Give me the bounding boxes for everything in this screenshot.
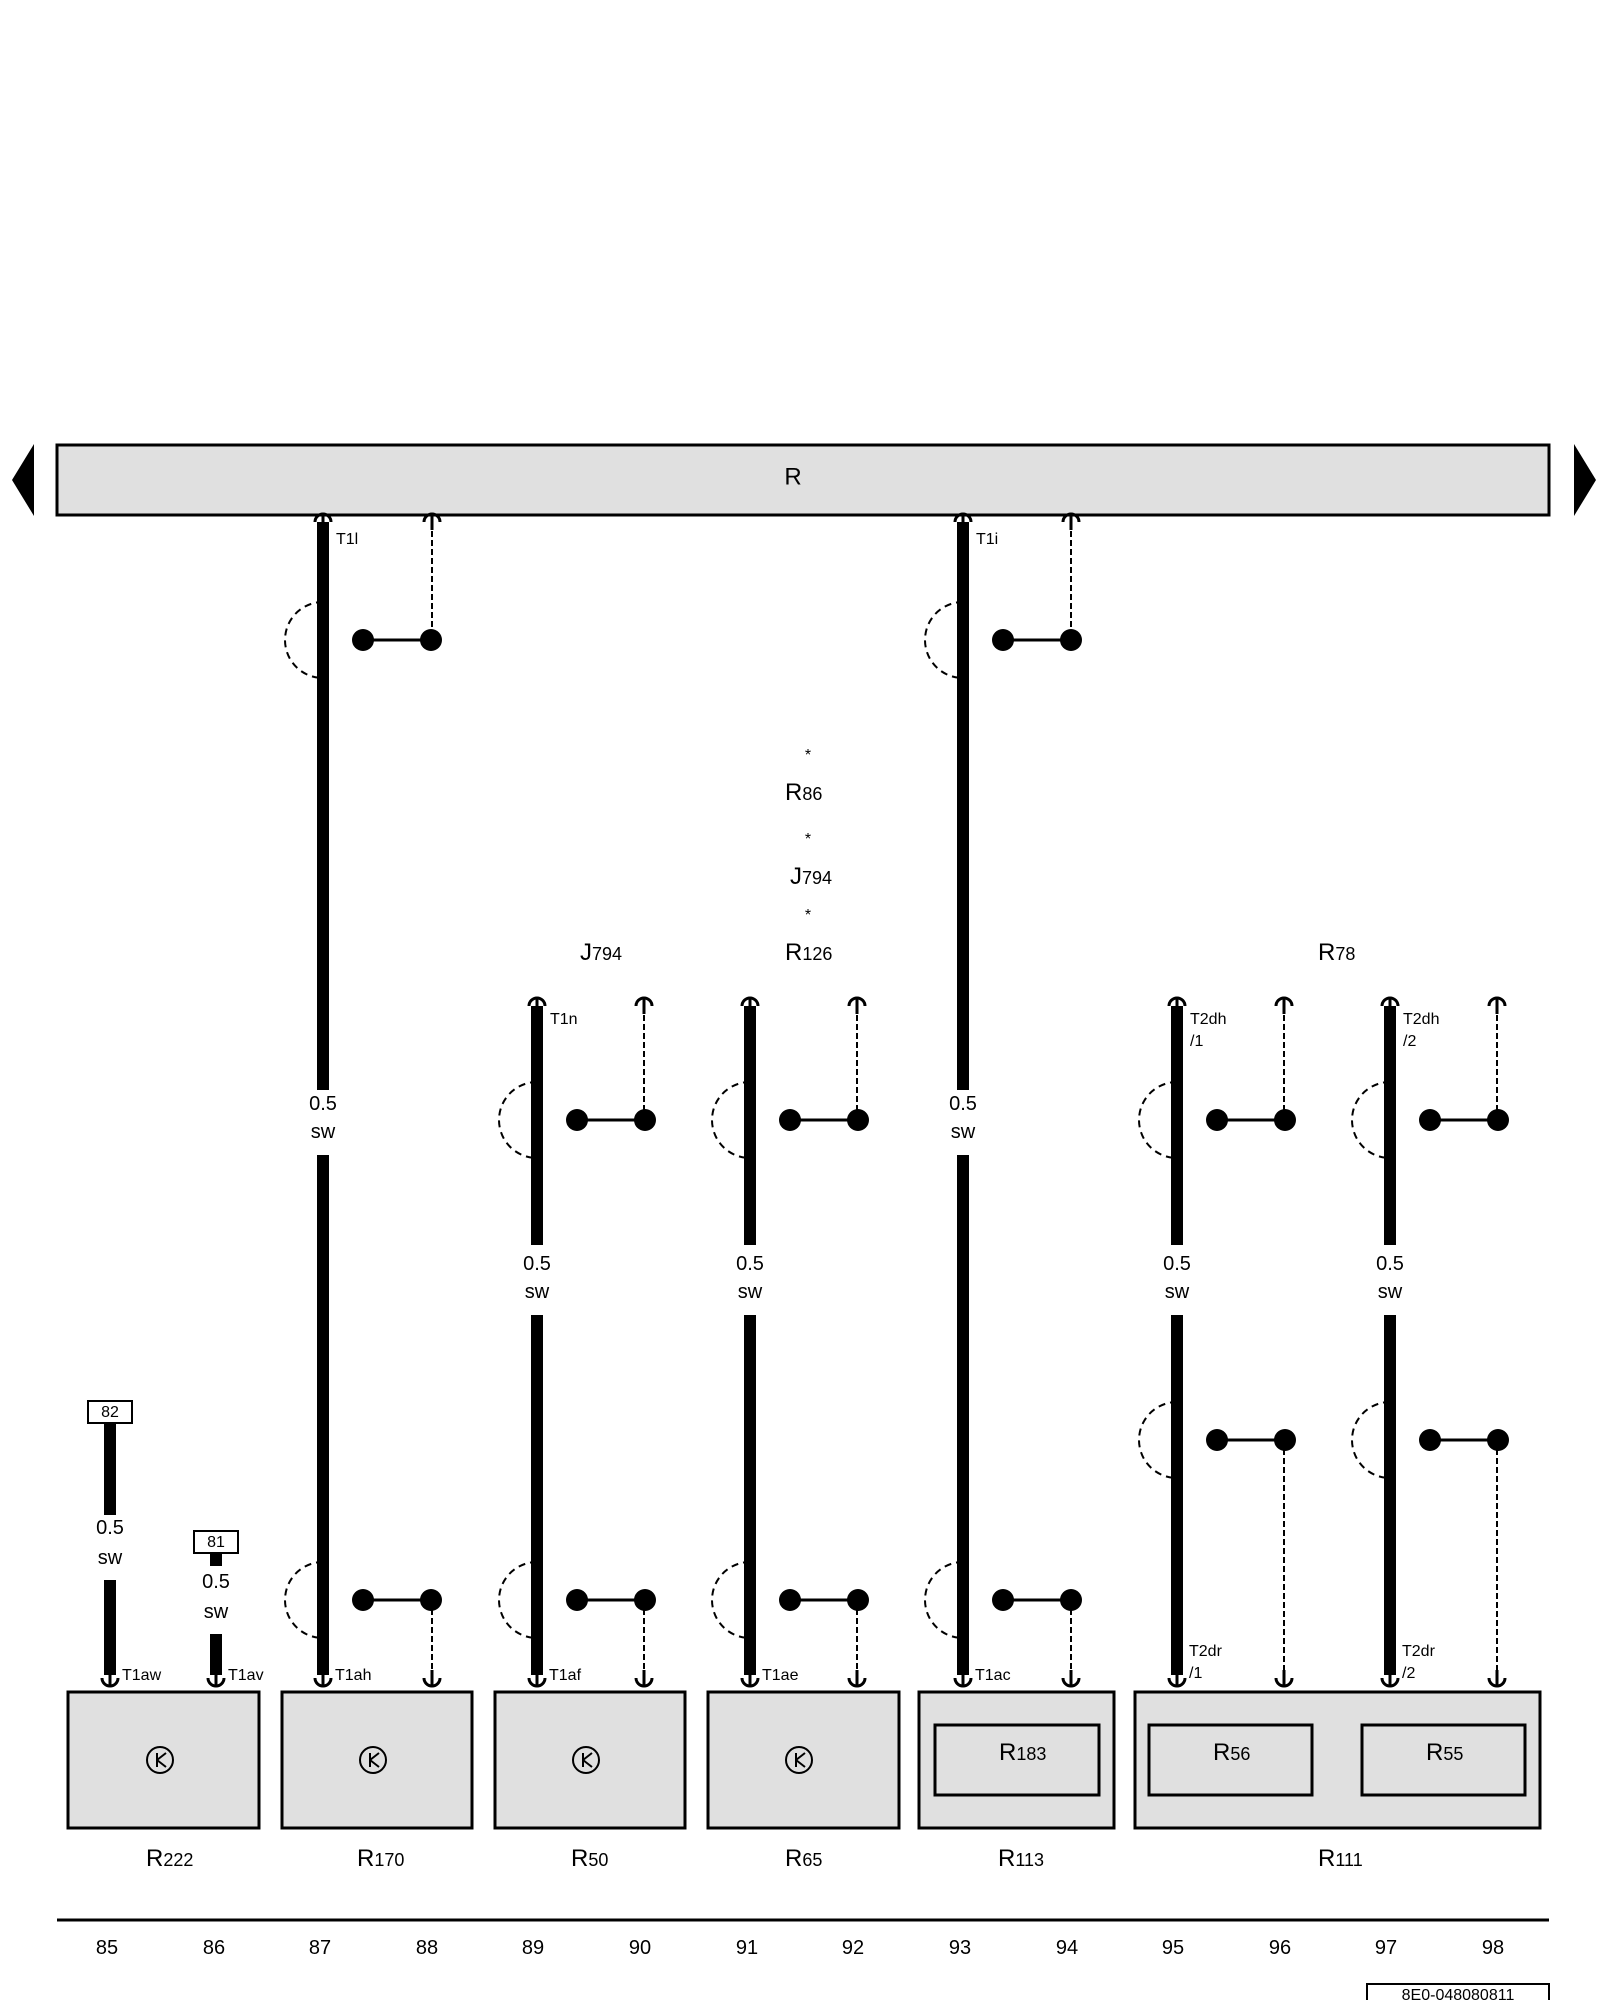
connector-t1i: T1i xyxy=(976,531,998,548)
column-number: 92 xyxy=(842,1937,864,1959)
connector-t2dh1-pin: /1 xyxy=(1190,1033,1203,1050)
column-number: 94 xyxy=(1056,1937,1078,1959)
component-r222 xyxy=(66,1690,261,1830)
component-r65 xyxy=(706,1690,901,1830)
label-j794-b: J794 xyxy=(580,939,622,966)
wire-size-95: 0.5 xyxy=(1163,1253,1191,1275)
wire-size-89: 0.5 xyxy=(523,1253,551,1275)
ref-81: 81 xyxy=(207,1534,225,1551)
wire-t1n-t1af xyxy=(497,996,658,1688)
wire-81-t1av xyxy=(193,1530,239,1688)
connector-t2dh1: T2dh xyxy=(1190,1011,1226,1028)
wire-size-87: 0.5 xyxy=(309,1093,337,1115)
right-continuation-arrow-icon xyxy=(1574,444,1596,516)
connector-t1aw: T1aw xyxy=(122,1667,162,1684)
bus-label: R xyxy=(784,463,801,490)
connector-t1n: T1n xyxy=(550,1011,578,1028)
column-number: 93 xyxy=(949,1937,971,1959)
connector-t2dh2-pin: /2 xyxy=(1403,1033,1416,1050)
column-number: 97 xyxy=(1375,1937,1397,1959)
label-r50: R50 xyxy=(571,1845,608,1872)
label-r78: R78 xyxy=(1318,939,1355,966)
wire-r126-t1ae xyxy=(710,996,871,1688)
column-number: 85 xyxy=(96,1937,118,1959)
wire-82-t1aw xyxy=(87,1400,133,1688)
wire-color-86: sw xyxy=(204,1601,229,1623)
connector-t2dr1-pin: /1 xyxy=(1189,1665,1202,1682)
r86-asterisk: * xyxy=(805,747,811,764)
connector-t1av: T1av xyxy=(228,1667,264,1684)
wire-color-97: sw xyxy=(1378,1281,1403,1303)
wire-size-86: 0.5 xyxy=(202,1571,230,1593)
wire-color-95: sw xyxy=(1165,1281,1190,1303)
column-number: 91 xyxy=(736,1937,758,1959)
ref-82: 82 xyxy=(101,1404,119,1421)
connector-t1ah: T1ah xyxy=(335,1667,371,1684)
label-r86: R86 xyxy=(785,779,822,806)
wire-color-91: sw xyxy=(738,1281,763,1303)
wire-t2dh2-t2dr2 xyxy=(1350,996,1511,1688)
wire-t2dh1-t2dr1 xyxy=(1137,996,1298,1688)
connector-t1l: T1l xyxy=(336,531,358,548)
column-number: 90 xyxy=(629,1937,651,1959)
component-r170 xyxy=(280,1690,474,1830)
column-number: 89 xyxy=(522,1937,544,1959)
wire-size-85: 0.5 xyxy=(96,1517,124,1539)
connector-t2dr1: T2dr xyxy=(1189,1643,1223,1660)
wire-t1l-t1ah xyxy=(283,512,444,1688)
drawing-code: 8E0-048080811 xyxy=(1402,1987,1515,2000)
component-r111 xyxy=(1133,1690,1542,1830)
drawing-code-box xyxy=(1366,1983,1550,2000)
column-number: 96 xyxy=(1269,1937,1291,1959)
connector-t2dh2: T2dh xyxy=(1403,1011,1439,1028)
label-r170: R170 xyxy=(357,1845,404,1872)
column-number: 95 xyxy=(1162,1937,1184,1959)
connector-t2dr2-pin: /2 xyxy=(1402,1665,1415,1682)
wire-color-89: sw xyxy=(525,1281,550,1303)
label-r183: R183 xyxy=(999,1739,1046,1766)
label-r65: R65 xyxy=(785,1845,822,1872)
column-number: 98 xyxy=(1482,1937,1504,1959)
wire-size-97: 0.5 xyxy=(1376,1253,1404,1275)
wire-color-93: sw xyxy=(951,1121,976,1143)
wire-size-93: 0.5 xyxy=(949,1093,977,1115)
connector-t1af: T1af xyxy=(549,1667,582,1684)
wire-color-87: sw xyxy=(311,1121,336,1143)
label-r222: R222 xyxy=(146,1845,193,1872)
label-j794-a: J794 xyxy=(790,863,832,890)
label-r55: R55 xyxy=(1426,1739,1463,1766)
connector-t1ae: T1ae xyxy=(762,1667,799,1684)
label-r113: R113 xyxy=(998,1845,1044,1872)
component-r113 xyxy=(917,1690,1116,1830)
column-number: 88 xyxy=(416,1937,438,1959)
label-r111: R111 xyxy=(1318,1845,1363,1872)
label-r126: R126 xyxy=(785,939,832,966)
wire-t1i-t1ac xyxy=(923,512,1084,1688)
column-number: 87 xyxy=(309,1937,331,1959)
wire-color-85: sw xyxy=(98,1547,123,1569)
left-continuation-arrow-icon xyxy=(12,444,34,516)
column-number: 86 xyxy=(203,1937,225,1959)
j794-asterisk: * xyxy=(805,831,811,848)
bus-bar xyxy=(55,443,1551,517)
connector-t2dr2: T2dr xyxy=(1402,1643,1436,1660)
r126-asterisk: * xyxy=(805,907,811,924)
connector-t1ac: T1ac xyxy=(975,1667,1011,1684)
wire-size-91: 0.5 xyxy=(736,1253,764,1275)
component-r50 xyxy=(493,1690,687,1830)
label-r56: R56 xyxy=(1213,1739,1250,1766)
